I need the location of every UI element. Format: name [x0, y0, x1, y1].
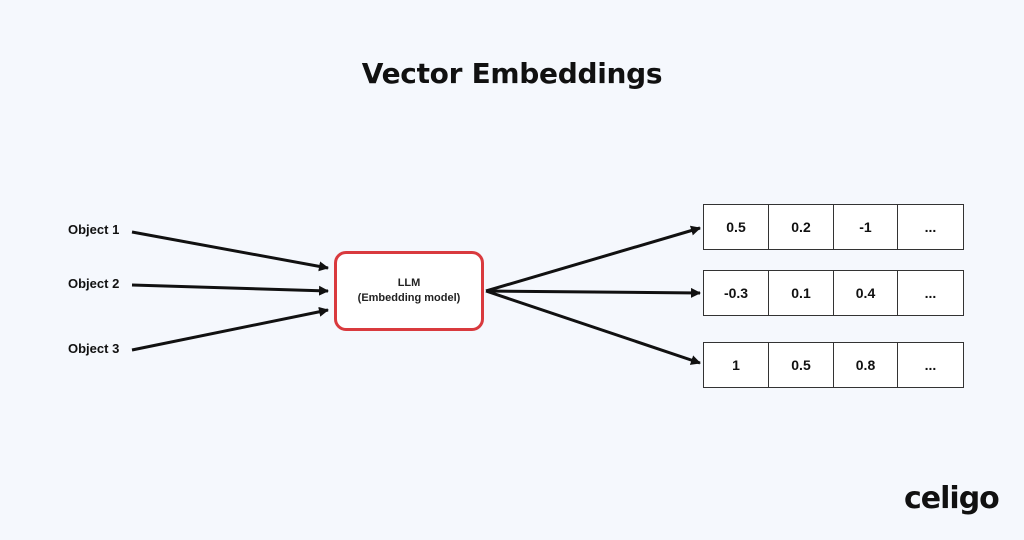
- vector-cell: 0.5: [704, 205, 769, 249]
- embedding-model-box: LLM (Embedding model): [334, 251, 484, 331]
- celigo-logo: celigo: [904, 481, 1000, 516]
- vector-row-1: 0.5 0.2 -1 ...: [703, 204, 964, 250]
- diagram-title: Vector Embeddings: [361, 57, 663, 90]
- object-label-3: Object 3: [68, 341, 120, 356]
- vector-cell: ...: [924, 357, 937, 373]
- vector-cell: ...: [924, 219, 937, 235]
- object-label-2: Object 2: [68, 276, 120, 291]
- vector-cell: 0.5: [769, 343, 834, 387]
- vector-row-3: 1 0.5 0.8 ...: [703, 342, 964, 388]
- vector-row-2: -0.3 0.1 0.4 ...: [703, 270, 964, 316]
- vector-cell: -1: [834, 205, 898, 249]
- arrow-vector-2: [485, 287, 701, 298]
- model-name: LLM: [397, 277, 421, 289]
- vector-cell: ...: [924, 285, 937, 301]
- vector-cell: 0.4: [834, 271, 898, 315]
- arrow-object-3: [131, 306, 329, 352]
- arrow-object-2: [131, 283, 329, 296]
- vector-cell: -0.3: [704, 271, 769, 315]
- arrow-object-1: [131, 230, 329, 272]
- vector-cell: 0.1: [769, 271, 834, 315]
- arrow-vector-3: [485, 289, 701, 365]
- model-description: (Embedding model): [357, 292, 461, 304]
- vector-cell: 0.2: [769, 205, 834, 249]
- arrow-vector-1: [485, 225, 701, 293]
- vector-cell: 1: [704, 343, 769, 387]
- vector-cell: 0.8: [834, 343, 898, 387]
- object-label-1: Object 1: [68, 222, 120, 237]
